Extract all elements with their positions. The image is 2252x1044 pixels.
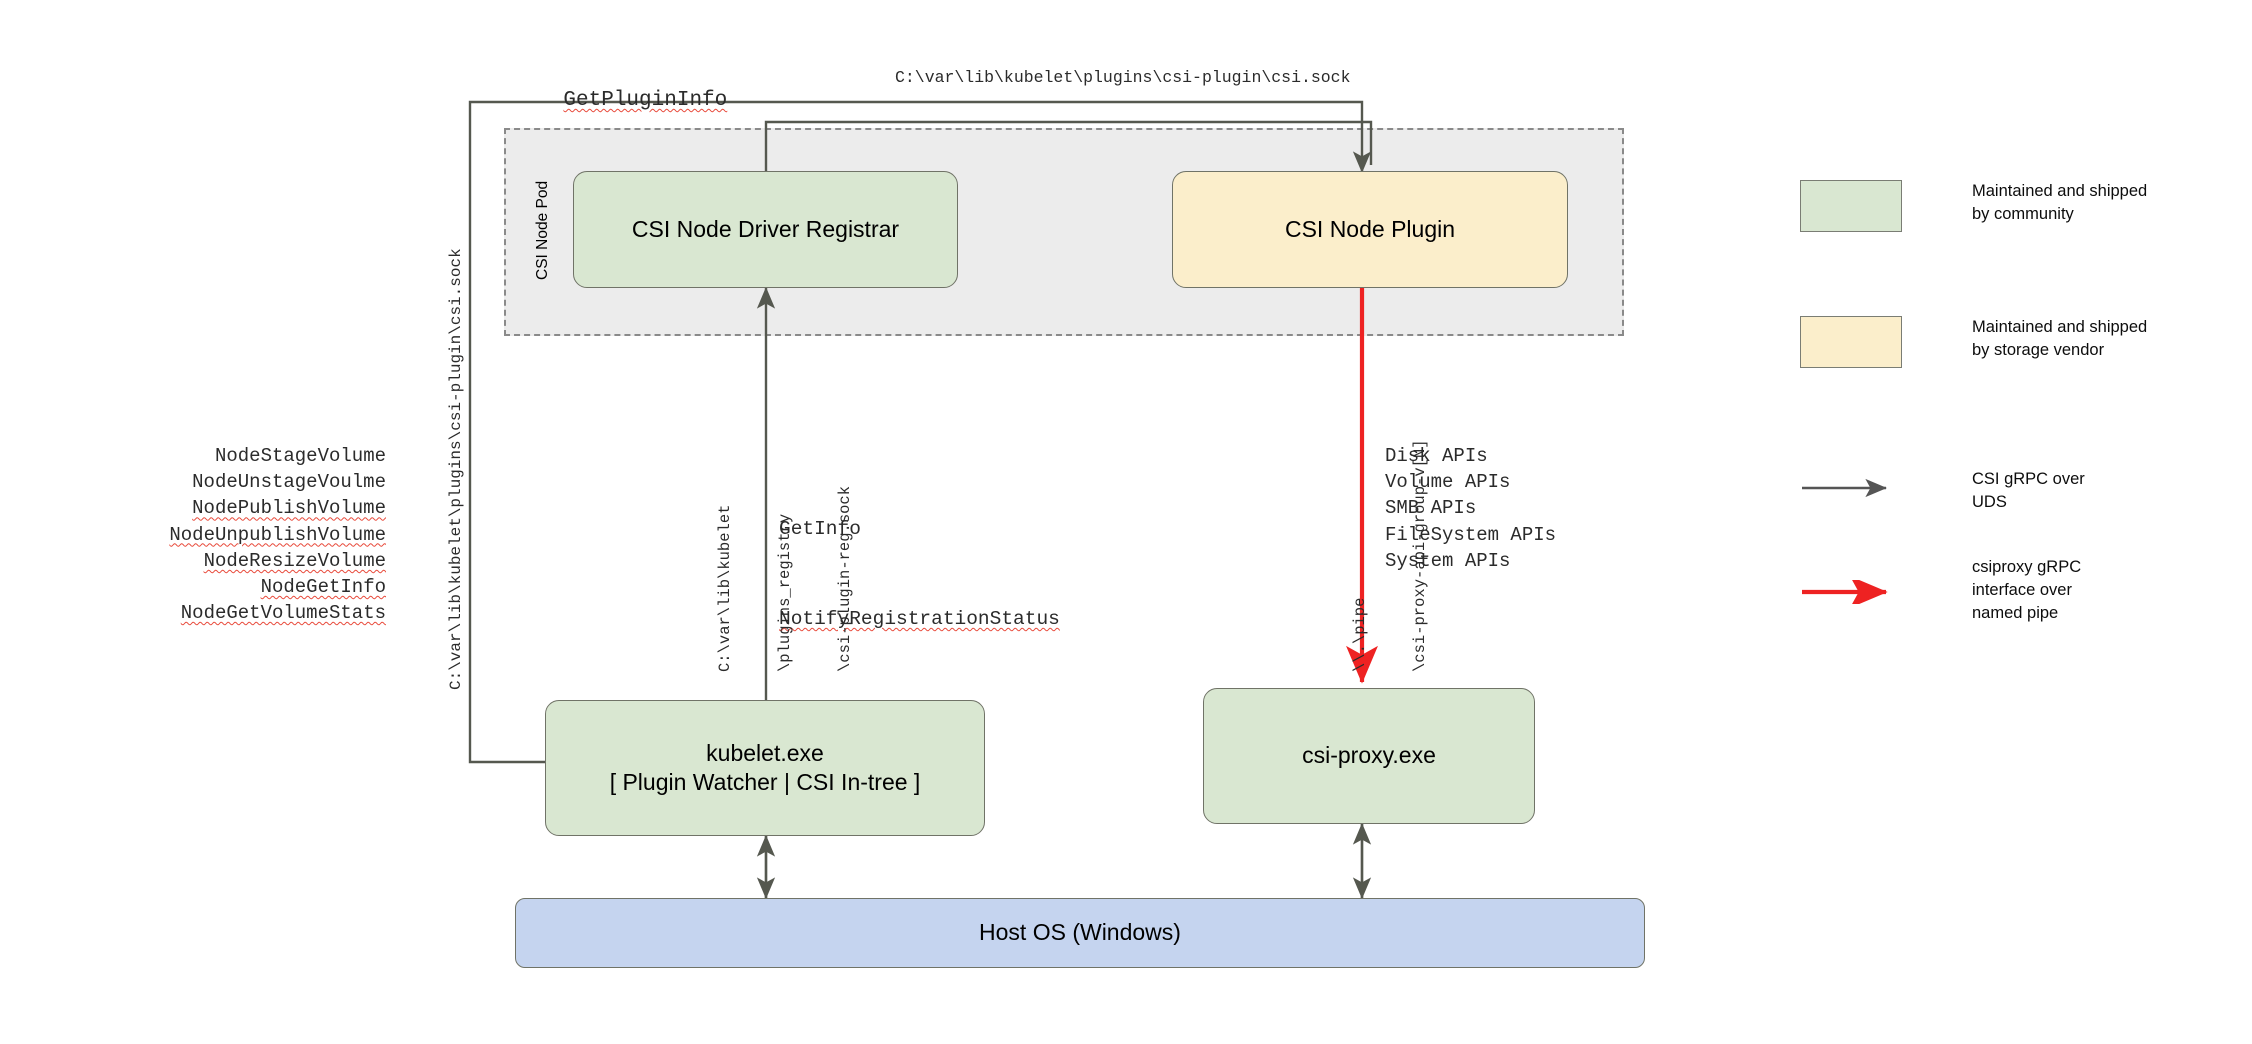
registry-sock-line: \csi-plugin-reg.sock (836, 485, 854, 672)
legend-swatch-green (1800, 180, 1902, 232)
label-csi-sock-vertical: C:\var\lib\kubelet\plugins\csi-plugin\cs… (447, 248, 465, 690)
legend-item-csi-grpc-uds: CSI gRPC over UDS (1800, 470, 2085, 514)
node-operation-label: NodeGetVolumeStats (180, 602, 386, 625)
kubelet-subtitle: [ Plugin Watcher | CSI In-tree ] (609, 769, 921, 795)
legend-label: CSI gRPC over UDS (1972, 470, 2085, 511)
node-label: CSI Node Plugin (1284, 215, 1456, 242)
legend-item-vendor: Maintained and shipped by storage vendor (1800, 316, 2147, 368)
legend-label: Maintained and shipped by community (1972, 182, 2148, 223)
legend-label: Maintained and shipped by storage vendor (1972, 318, 2148, 359)
node-operation-item: NodeUnstageVoulme (96, 469, 386, 495)
node-csi-node-plugin[interactable]: CSI Node Plugin (1172, 171, 1568, 288)
label-get-plugin-info: GetPluginInfo (563, 89, 728, 112)
node-label: Host OS (Windows) (979, 919, 1181, 946)
node-operation-item: NodeGetVolumeStats (96, 600, 386, 626)
node-label: csi-proxy.exe (1302, 742, 1436, 769)
kubelet-title: kubelet.exe (706, 739, 824, 766)
node-operation-item: NodePublishVolume (96, 495, 386, 521)
proxy-api-item: Volume APIs (1385, 471, 1511, 494)
label-getinfo: GetInfo (779, 518, 861, 540)
label-getinfo-notify: GetInfo NotifyRegistrationStatus (779, 454, 1060, 694)
legend-item-community: Maintained and shipped by community (1800, 180, 2147, 232)
legend-item-csiproxy-grpc-pipe: csiproxy gRPC interface over named pipe (1800, 558, 2081, 625)
node-operation-item: NodeUnpublishVolume (96, 522, 386, 548)
node-operation-label: NodeUnpublishVolume (169, 523, 386, 546)
proxy-api-item: System APIs (1385, 549, 1511, 572)
registry-sock-line: \plugins_registry (776, 513, 794, 672)
node-csi-proxy-exe[interactable]: csi-proxy.exe (1203, 688, 1535, 824)
node-host-os[interactable]: Host OS (Windows) (515, 898, 1645, 968)
registry-sock-line: C:\var\lib\kubelet (716, 504, 734, 672)
node-operation-label: NodeResizeVolume (203, 549, 386, 572)
node-operation-item: NodeStageVolume (96, 443, 386, 469)
label-csi-sock-path-top: C:\var\lib\kubelet\plugins\csi-plugin\cs… (895, 68, 1351, 87)
label-notify-registration-status: NotifyRegistrationStatus (779, 608, 1060, 630)
node-kubelet-exe[interactable]: kubelet.exe [ Plugin Watcher | CSI In-tr… (545, 700, 985, 836)
node-label: CSI Node Driver Registrar (631, 215, 900, 242)
proxy-api-item: FileSystem APIs (1385, 523, 1557, 546)
label-registry-sock-vertical: C:\var\lib\kubelet \plugins_registry \cs… (675, 486, 895, 672)
node-csi-node-driver-registrar[interactable]: CSI Node Driver Registrar (573, 171, 958, 288)
node-operation-item: NodeGetInfo (96, 574, 386, 600)
node-operation-item: NodeResizeVolume (96, 548, 386, 574)
node-operation-label: NodeStageVolume (214, 445, 386, 467)
legend-swatch-yellow (1800, 316, 1902, 368)
node-label-block: kubelet.exe [ Plugin Watcher | CSI In-tr… (610, 739, 921, 798)
csi-node-pod-label: CSI Node Pod (534, 180, 551, 280)
legend-arrow-gray-icon (1800, 476, 1902, 500)
node-operation-label: NodeGetInfo (260, 576, 386, 599)
node-operation-label: NodeUnstageVoulme (192, 471, 386, 494)
node-operation-label: NodePublishVolume (192, 497, 386, 520)
named-pipe-line: \\.\pipe (1351, 597, 1369, 672)
proxy-api-item: SMB APIs (1385, 497, 1477, 520)
legend-label: csiproxy gRPC interface over named pipe (1972, 558, 2082, 622)
legend-arrow-red-icon (1800, 576, 1902, 608)
proxy-api-item: Disk APIs (1385, 445, 1488, 467)
